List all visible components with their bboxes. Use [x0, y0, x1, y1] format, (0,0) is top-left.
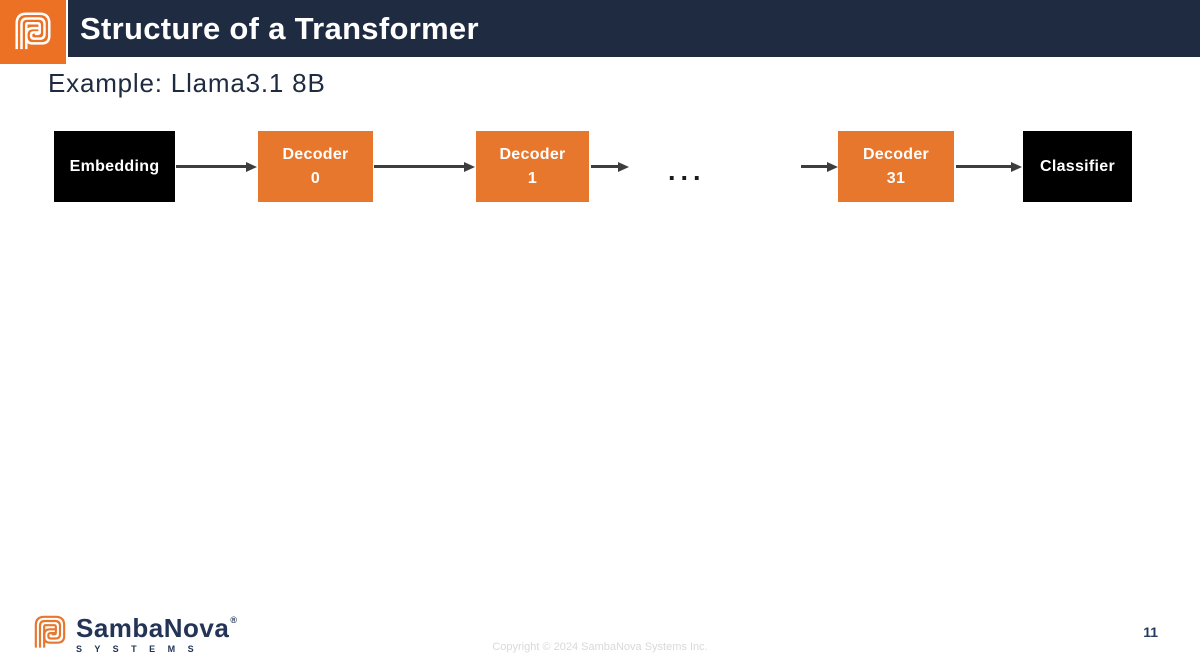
- node-decoder-1: Decoder 1: [476, 131, 589, 202]
- example-subtitle: Example: Llama3.1 8B: [48, 68, 326, 98]
- node-label: Embedding: [69, 157, 160, 175]
- registered-trademark: ®: [230, 615, 237, 625]
- flow-arrow-embedding-to-decoder0: [176, 165, 246, 168]
- header-logo-square: [0, 0, 66, 64]
- brand-systems-label: S Y S T E M S: [76, 644, 199, 654]
- page-number: 11: [1143, 624, 1158, 640]
- node-label: Decoder 1: [499, 146, 566, 187]
- node-classifier: Classifier: [1023, 131, 1132, 202]
- node-decoder-0: Decoder 0: [258, 131, 373, 202]
- node-label: Decoder 31: [862, 146, 930, 187]
- flow-arrow-decoder31-to-classifier: [956, 165, 1011, 168]
- page-title: Structure of a Transformer: [80, 11, 479, 46]
- flow-arrow-decoder0-to-decoder1: [374, 165, 464, 168]
- flow-arrow-decoder1-out: [591, 165, 618, 168]
- brand-name: SambaNova: [76, 613, 230, 643]
- node-label: Decoder 0: [282, 146, 349, 187]
- footer-logo: SambaNova ® S Y S T E M S: [30, 611, 237, 656]
- node-label: Classifier: [1039, 157, 1116, 175]
- sambanova-s-icon: [30, 611, 70, 656]
- node-embedding: Embedding: [54, 131, 175, 202]
- ellipsis-dots: ...: [668, 156, 706, 186]
- node-decoder-31: Decoder 31: [838, 131, 954, 202]
- sambanova-s-icon: [10, 7, 56, 58]
- copyright-text: Copyright © 2024 SambaNova Systems Inc.: [492, 641, 708, 653]
- header-bar: [68, 0, 1200, 57]
- flow-arrow-into-decoder31: [801, 165, 827, 168]
